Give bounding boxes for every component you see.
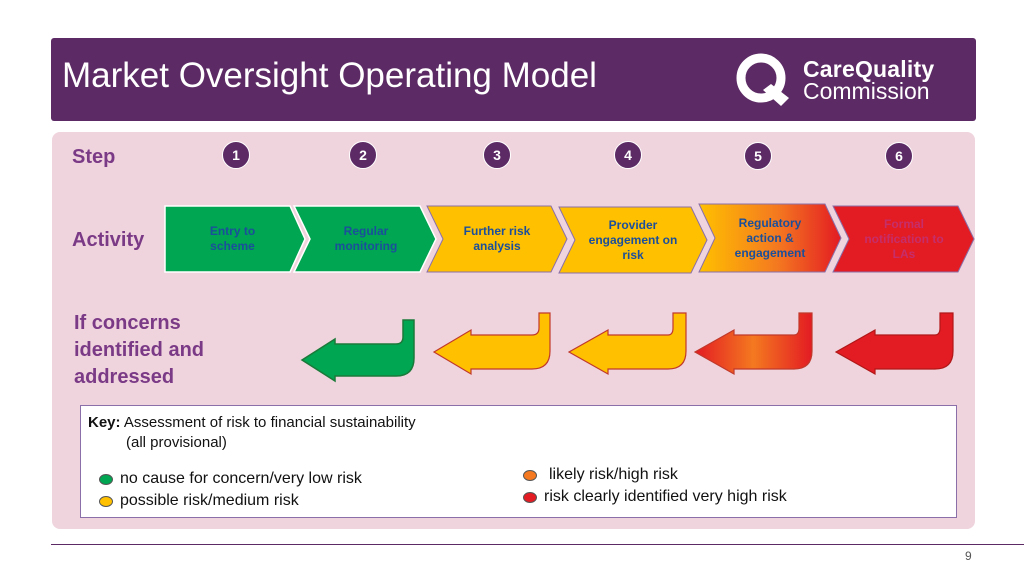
key-item-green: no cause for concern/very low risk [99, 470, 362, 488]
logo-text-commission: Commission [803, 78, 930, 104]
activity-5-line-1: Regulatory [738, 215, 802, 230]
page-title: Market Oversight Operating Model [62, 56, 597, 95]
key-item-green-text: no cause for concern/very low risk [120, 470, 362, 487]
step-2-circle: 2 [349, 141, 377, 169]
activity-3-line-1: Further risk [463, 224, 531, 238]
activity-4-line-1: Provider [608, 217, 658, 232]
activity-1-line-1: Entry to [209, 224, 256, 238]
step-1-circle: 1 [222, 141, 250, 169]
activity-5-line-3: engagement [734, 245, 806, 260]
key-description-line-1: Assessment of risk to financial sustaina… [123, 414, 416, 431]
concerns-row-label: If concerns identified and addressed [74, 310, 204, 391]
key-label: Key: [88, 414, 121, 431]
key-item-red: risk clearly identified very high risk [523, 488, 787, 506]
step-3-circle: 3 [483, 141, 511, 169]
concerns-label-line-3: addressed [74, 366, 175, 388]
key-item-amber: possible risk/medium risk [99, 492, 299, 510]
activity-6-line-3: LAs [892, 246, 916, 261]
key-description-line-2: (all provisional) [126, 434, 227, 451]
activity-5-line-2: action & [746, 230, 794, 245]
logo-text-carequality: CareQuality [803, 56, 935, 82]
activity-2-line-2: monitoring [334, 239, 398, 253]
activity-6-line-2: notification to [864, 231, 944, 246]
header-bar: Market Oversight Operating Model CareQua… [51, 38, 976, 121]
amber-dot-icon [99, 495, 113, 507]
page-number: 9 [965, 549, 972, 563]
key-item-orange-text: likely risk/high risk [549, 466, 678, 483]
red-dot-icon [523, 491, 537, 503]
footer-divider [51, 544, 1024, 545]
key-item-red-text: risk clearly identified very high risk [544, 488, 787, 505]
activity-6-line-1: Formal [883, 216, 924, 231]
activity-1-line-2: scheme [210, 239, 255, 253]
step-row-label: Step [72, 146, 116, 168]
risk-key-box: Key: Assessment of risk to financial sus… [80, 405, 957, 518]
activity-3-line-2: analysis [473, 239, 521, 253]
activity-2-line-1: Regular [343, 224, 389, 238]
concerns-label-line-1: If concerns [74, 312, 181, 334]
cqc-logo: CareQuality Commission [731, 52, 961, 108]
concerns-label-line-2: identified and [74, 339, 204, 361]
step-5-circle: 5 [744, 142, 772, 170]
activity-4-line-3: risk [622, 247, 644, 262]
activity-4-line-2: engagement on [588, 232, 678, 247]
step-4-circle: 4 [614, 141, 642, 169]
activity-row-label: Activity [72, 229, 145, 251]
orange-dot-icon [523, 469, 537, 481]
green-dot-icon [99, 473, 113, 485]
cqc-logo-mark-icon [736, 53, 789, 106]
key-item-amber-text: possible risk/medium risk [120, 492, 299, 509]
step-6-circle: 6 [885, 142, 913, 170]
key-item-orange: likely risk/high risk [523, 466, 678, 484]
